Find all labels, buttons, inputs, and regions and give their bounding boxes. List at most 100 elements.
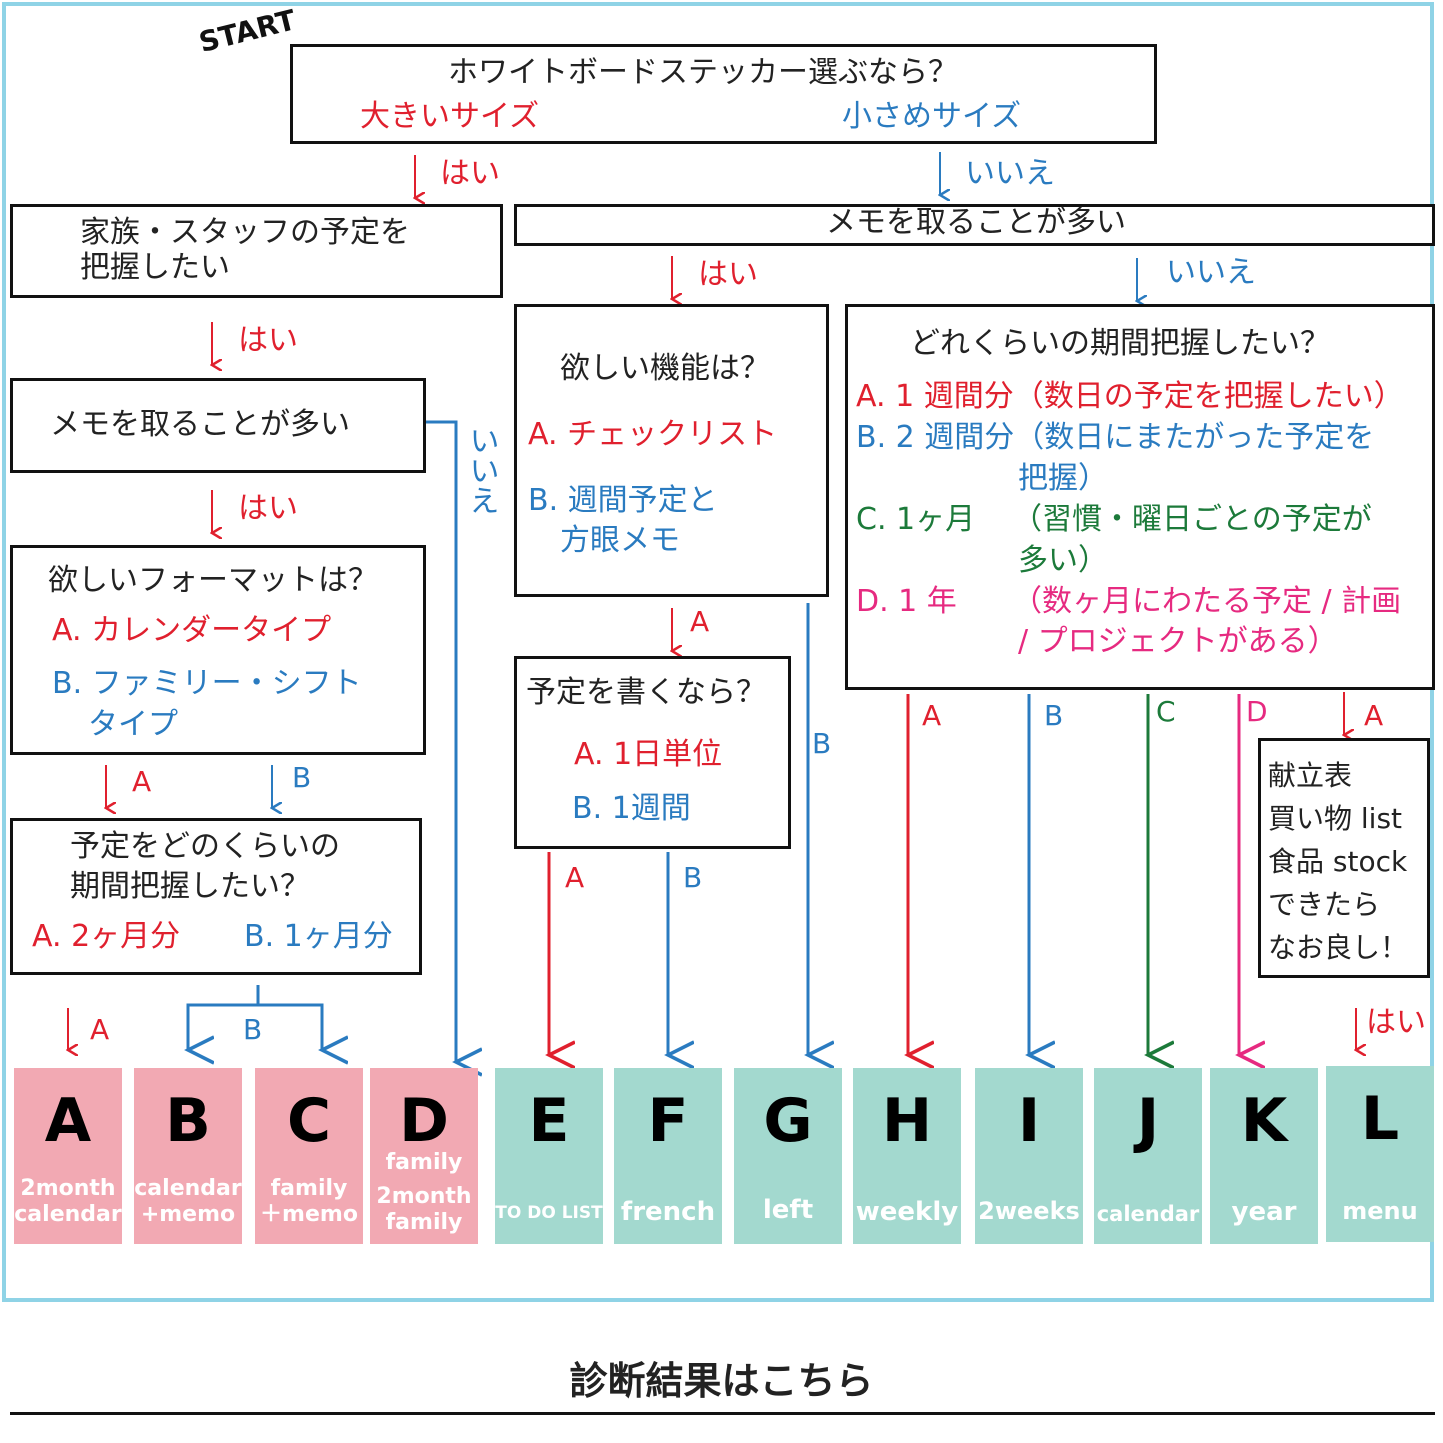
period-left-option-b: B. 1ヶ月分 <box>244 919 393 954</box>
result-subtitle: 2month <box>20 1176 116 1201</box>
menu-note-line5: なお良し！ <box>1268 931 1409 964</box>
result-tile-c[interactable]: C family ＋memo <box>255 1068 363 1244</box>
yes-label-to-l: はい <box>1366 1005 1426 1040</box>
yes-label-4: はい <box>238 491 298 526</box>
question-period-left-line1: 予定をどのくらいの <box>70 829 340 864</box>
result-letter: H <box>881 1086 933 1156</box>
no-label-vertical: いいえ <box>463 425 499 515</box>
label-a-format: A <box>132 765 152 798</box>
question-memo-right-box <box>514 204 1435 246</box>
result-letter: L <box>1360 1084 1400 1154</box>
result-tile-a[interactable]: A 2month calendar <box>14 1068 122 1244</box>
result-tile-j[interactable]: J calendar <box>1094 1068 1202 1244</box>
result-letter: C <box>286 1086 332 1156</box>
result-tile-l[interactable]: L menu <box>1326 1066 1434 1242</box>
result-tile-e[interactable]: E TO DO LIST <box>495 1068 603 1244</box>
question-memo-right-text: メモを取ることが多い <box>826 205 1126 240</box>
question-period-left-line2: 期間把握したい？ <box>70 869 310 904</box>
label-b-format: B <box>292 761 312 794</box>
result-subtitle: family <box>385 1210 463 1235</box>
feature-option-b-line2: 方眼メモ <box>560 523 680 558</box>
result-tile-h[interactable]: H weekly <box>853 1068 961 1244</box>
feature-option-b-line1: B. 週間予定と <box>528 483 718 518</box>
format-option-a: A. カレンダータイプ <box>52 613 332 648</box>
menu-note-line2: 買い物 list <box>1268 802 1403 835</box>
period-right-option-c-line2: 多い） <box>1018 543 1108 578</box>
label-b-to-bc: B <box>243 1013 263 1046</box>
result-letter: D <box>399 1086 449 1156</box>
question-period-left-box <box>10 818 422 975</box>
feature-option-a: A. チェックリスト <box>528 417 778 452</box>
result-subtitle: calendar <box>134 1176 242 1201</box>
result-subtitle: calendar <box>14 1202 122 1227</box>
result-subtitle: family <box>385 1150 463 1175</box>
write-option-a: A. 1日単位 <box>574 737 723 772</box>
arrow-to-b <box>188 985 260 1050</box>
footer-divider <box>10 1412 1435 1415</box>
label-d-to-k: D <box>1246 695 1268 728</box>
option-small-size: 小さめサイズ <box>842 99 1022 134</box>
question-size-text: ホワイトボードステッカー選ぶなら？ <box>448 55 958 90</box>
label-b-to-f: B <box>683 861 703 894</box>
yes-label-2: はい <box>238 323 298 358</box>
period-right-option-c-label: C. 1ヶ月 <box>856 502 976 537</box>
menu-note-line3: 食品 stock <box>1268 845 1408 878</box>
result-tile-i[interactable]: I 2weeks <box>975 1068 1083 1244</box>
question-feature-box <box>514 304 829 597</box>
result-letter: A <box>44 1086 92 1156</box>
period-left-option-a: A. 2ヶ月分 <box>32 919 181 954</box>
label-a-menu: A <box>1364 699 1384 732</box>
question-family-box <box>10 204 503 298</box>
result-subtitle: 2weeks <box>978 1197 1080 1225</box>
result-subtitle: +memo <box>140 1202 236 1227</box>
result-subtitle: calendar <box>1096 1202 1200 1226</box>
period-right-option-b-line2: 把握） <box>1018 461 1108 496</box>
result-letter: G <box>763 1086 813 1156</box>
question-family-text: 家族・スタッフの予定を 把握したい <box>80 215 410 285</box>
question-period-right-text: どれくらいの期間把握したい？ <box>910 326 1330 361</box>
label-a-to-h: A <box>922 699 942 732</box>
arrow-to-c <box>258 1003 322 1050</box>
result-letter: E <box>528 1086 570 1156</box>
no-label-1: いいえ <box>965 156 1055 191</box>
menu-note-line1: 献立表 <box>1268 759 1353 792</box>
result-letter: K <box>1240 1086 1288 1156</box>
result-subtitle: french <box>620 1197 716 1227</box>
menu-note-box <box>1258 738 1430 978</box>
result-letter: I <box>1017 1086 1041 1156</box>
yes-label-1: はい <box>440 156 500 191</box>
question-memo-left-box <box>10 378 426 473</box>
question-format-text: 欲しいフォーマットは？ <box>48 563 378 598</box>
period-right-option-c-line1: （習慣・曜日ごとの予定が <box>1012 502 1372 537</box>
result-tile-b[interactable]: B calendar +memo <box>134 1068 242 1244</box>
question-memo-left-text: メモを取ることが多い <box>50 407 350 442</box>
period-right-option-d-line1: （数ヶ月にわたる予定 / 計画 <box>1012 584 1402 619</box>
result-subtitle: left <box>762 1195 814 1225</box>
no-label-2: いいえ <box>1166 255 1256 290</box>
yes-label-3: はい <box>698 257 758 292</box>
result-tile-f[interactable]: F french <box>614 1068 722 1244</box>
label-c-to-j: C <box>1156 695 1176 728</box>
period-right-option-d-line2: / プロジェクトがある） <box>1018 624 1338 659</box>
result-letter: F <box>647 1086 689 1156</box>
format-option-b-line2: タイプ <box>88 707 178 742</box>
period-right-option-b-line1: B. 2 週間分（数日にまたがった予定を <box>856 420 1375 455</box>
label-b-to-g: B <box>812 727 832 760</box>
menu-note-line4: できたら <box>1268 888 1381 921</box>
label-b-to-i: B <box>1044 699 1064 732</box>
format-option-b-line1: B. ファミリー・シフト <box>52 666 362 701</box>
write-option-b: B. 1週間 <box>572 791 691 826</box>
option-large-size: 大きいサイズ <box>360 99 540 134</box>
label-a-to-e: A <box>565 861 585 894</box>
result-subtitle: TO DO LIST <box>495 1203 603 1223</box>
result-tile-k[interactable]: K year <box>1210 1068 1318 1244</box>
arrow-to-d <box>426 420 456 1062</box>
result-tile-d[interactable]: D family 2month family <box>370 1068 478 1244</box>
result-tile-g[interactable]: G left <box>734 1068 842 1244</box>
result-subtitle: 2month <box>376 1184 472 1209</box>
result-letter: B <box>165 1086 211 1156</box>
result-subtitle: ＋memo <box>260 1202 358 1227</box>
result-subtitle: weekly <box>855 1197 959 1227</box>
question-write-box <box>514 656 791 849</box>
